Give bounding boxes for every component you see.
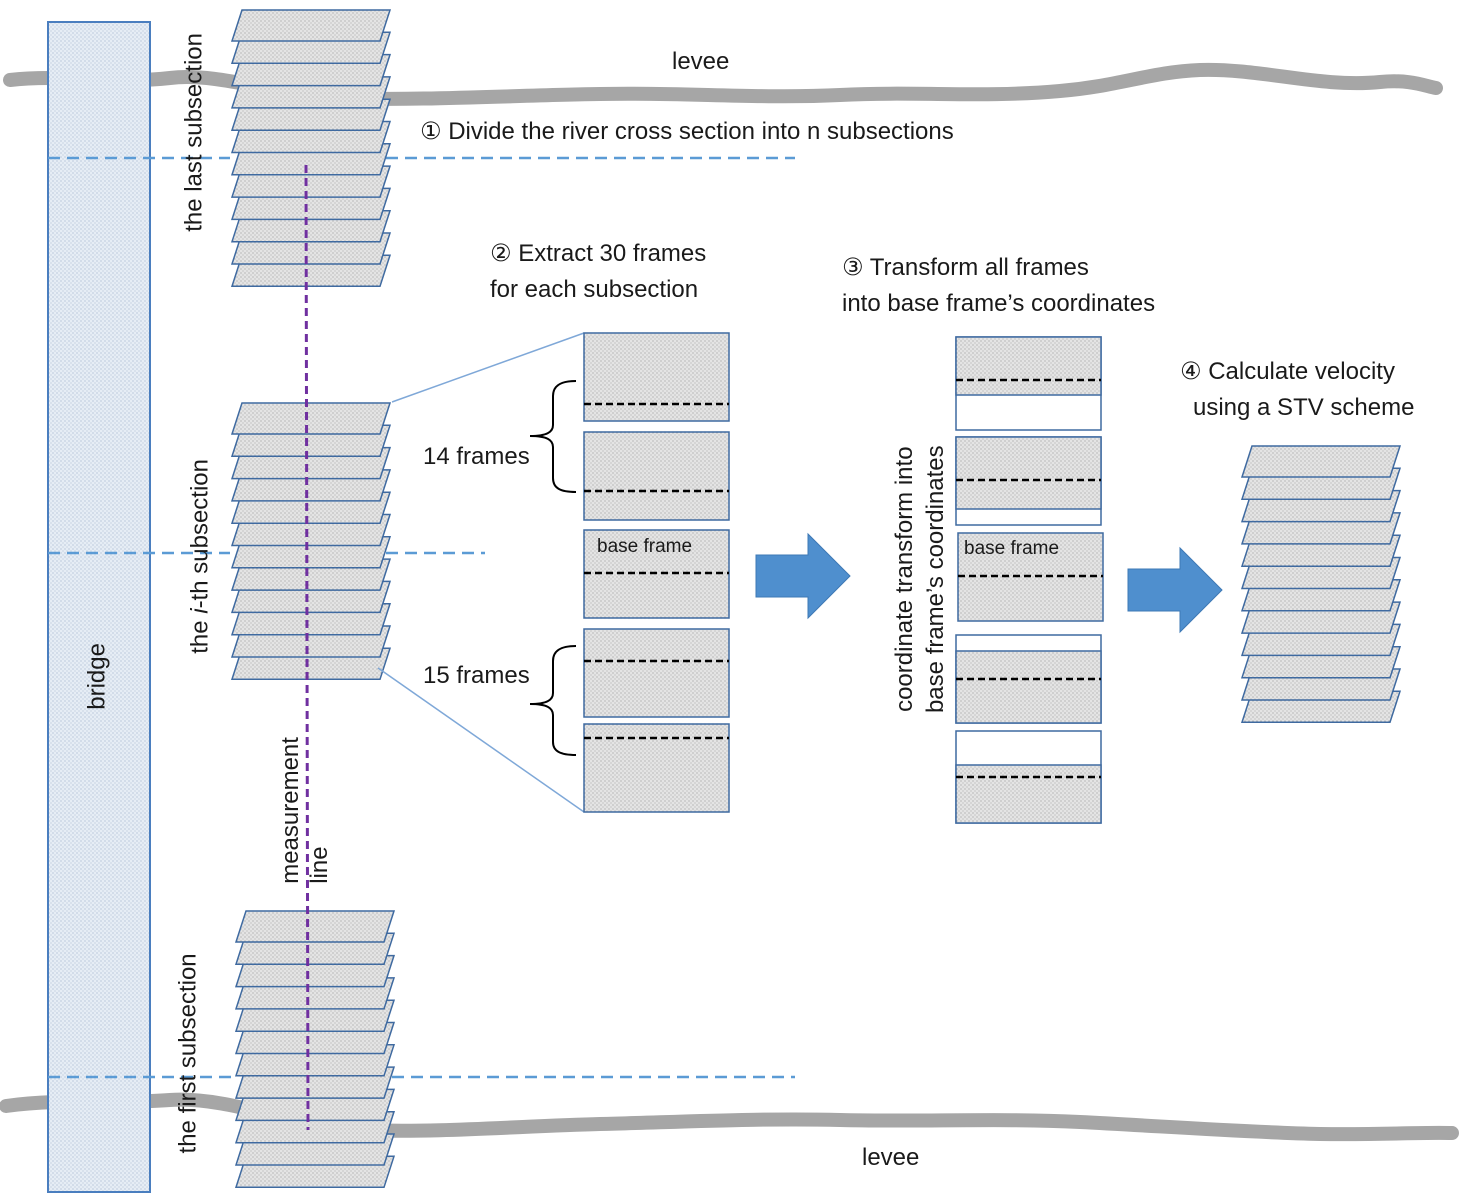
transformed-frames xyxy=(955,336,1104,824)
frame-stack-first xyxy=(234,910,396,1189)
extracted-frames xyxy=(583,332,730,813)
curly-brace-icon xyxy=(529,380,577,493)
step-2-line-2-wrap: for each subsection xyxy=(490,276,698,305)
ith-prefix: the xyxy=(186,613,214,654)
transform-label-line-2: base frame’s coordinates xyxy=(922,445,949,714)
measurement-line xyxy=(304,164,310,1131)
base-frame-label-1: base frame xyxy=(597,536,693,557)
transform-label: coordinate transform into base frame’s c… xyxy=(889,429,951,729)
frame-layer xyxy=(230,402,392,435)
last-subsection-label: the last subsection xyxy=(180,33,208,232)
ith-italic: i xyxy=(186,608,214,614)
transformed-frame-1 xyxy=(955,336,1102,396)
frames-14-label: 14 frames xyxy=(423,443,530,470)
step-2: ② Extract 30 frames xyxy=(490,240,706,269)
right-arrow-icon xyxy=(1127,546,1223,634)
step-1: ① Divide the river cross section into n … xyxy=(420,118,954,147)
levee-top-label: levee xyxy=(672,48,730,75)
transformed-frame-3 xyxy=(955,650,1102,724)
step-4-line-1: Calculate velocity xyxy=(1208,358,1395,385)
step-3-line-2-wrap: into base frame’s coordinates xyxy=(842,290,1155,319)
step-2-line-2: for each subsection xyxy=(490,276,699,303)
frame-stack-last xyxy=(230,9,392,288)
transformed-frame-2 xyxy=(955,436,1102,510)
step-4-line-2-wrap: using a STV scheme xyxy=(1193,394,1414,423)
step-4: ④ Calculate velocity xyxy=(1180,358,1395,387)
measurement-line-label-2: line xyxy=(306,846,333,884)
bridge-label: bridge xyxy=(83,643,111,710)
zoom-line-bottom xyxy=(377,667,585,813)
step-4-line-2: using a STV scheme xyxy=(1193,394,1415,421)
step-3: ③ Transform all frames xyxy=(842,254,1089,283)
extracted-frame-3 xyxy=(583,628,730,718)
right-arrow-icon xyxy=(755,532,851,620)
ith-suffix: -th subsection xyxy=(186,459,214,609)
bridge xyxy=(47,21,151,1193)
step-2-marker: ② xyxy=(490,240,512,267)
frame-stack-ith xyxy=(230,402,392,681)
base-frame-label-2: base frame xyxy=(964,538,1060,559)
transformed-frame-4 xyxy=(955,764,1102,824)
frame-layer xyxy=(1240,445,1402,478)
zoom-line-top xyxy=(391,332,585,403)
frames-15-label: 15 frames xyxy=(423,662,530,689)
curly-brace-icon xyxy=(529,645,577,756)
step-4-marker: ④ xyxy=(1180,358,1202,385)
frame-layer xyxy=(230,9,392,42)
step-1-text: Divide the river cross section into n su… xyxy=(448,118,954,145)
step-3-line-2: into base frame’s coordinates xyxy=(842,290,1156,317)
transform-label-line-1: coordinate transform into xyxy=(890,446,918,712)
levee-bottom xyxy=(0,1092,1459,1142)
ith-subsection-label: the i-th subsection xyxy=(187,441,216,671)
first-subsection-label: the first subsection xyxy=(174,953,202,1154)
step-2-line-1: Extract 30 frames xyxy=(518,240,707,267)
levee-top xyxy=(3,62,1443,106)
measurement-line-label-1: measurement xyxy=(277,737,305,884)
extracted-frame-2 xyxy=(583,431,730,521)
frame-layer xyxy=(234,910,396,943)
measurement-line-label: measurement line xyxy=(277,734,335,884)
levee-bottom-label: levee xyxy=(862,1144,920,1171)
step-1-marker: ① xyxy=(420,118,442,145)
extracted-frame-1 xyxy=(583,332,730,422)
step-3-marker: ③ xyxy=(842,254,864,281)
step-3-line-1: Transform all frames xyxy=(869,254,1089,281)
frame-stack-result xyxy=(1240,445,1402,724)
